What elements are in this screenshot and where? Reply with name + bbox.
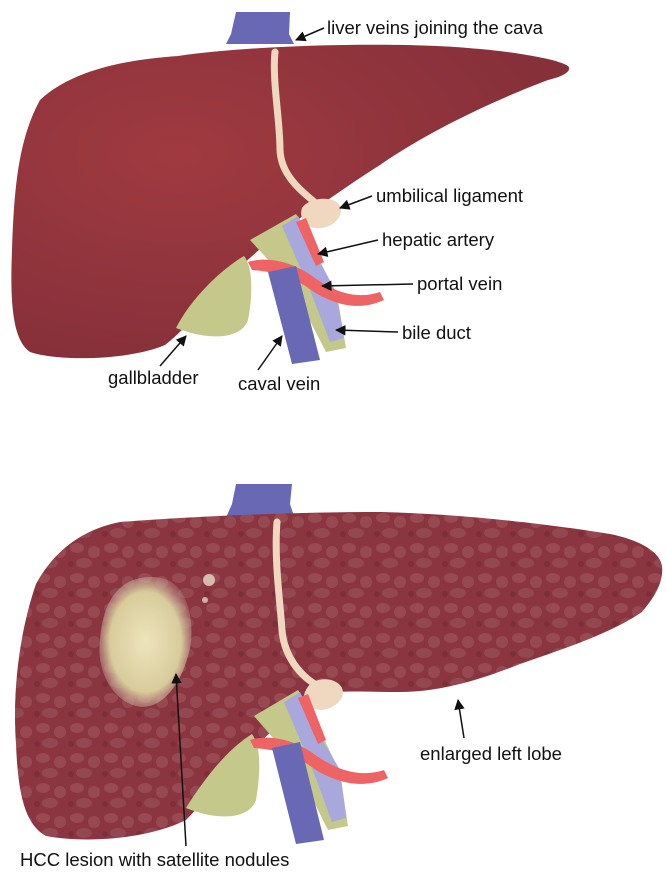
label-portal-vein: portal vein: [417, 273, 502, 294]
label-liver-veins: liver veins joining the cava: [327, 17, 544, 38]
label-enlarged-left-lobe: enlarged left lobe: [420, 743, 562, 764]
label-hcc-lesion: HCC lesion with satellite nodules: [20, 849, 289, 870]
satellite-nodule: [203, 574, 215, 586]
label-gallbladder: gallbladder: [108, 367, 199, 388]
label-caval-vein: caval vein: [238, 373, 320, 394]
label-hepatic-artery: hepatic artery: [382, 229, 495, 250]
label-umbilical-ligament: umbilical ligament: [376, 185, 523, 206]
caval-vein-top: [226, 12, 294, 44]
cirrhotic-liver-figure: [15, 484, 662, 844]
satellite-nodule: [202, 597, 208, 603]
label-bile-duct: bile duct: [402, 322, 471, 343]
